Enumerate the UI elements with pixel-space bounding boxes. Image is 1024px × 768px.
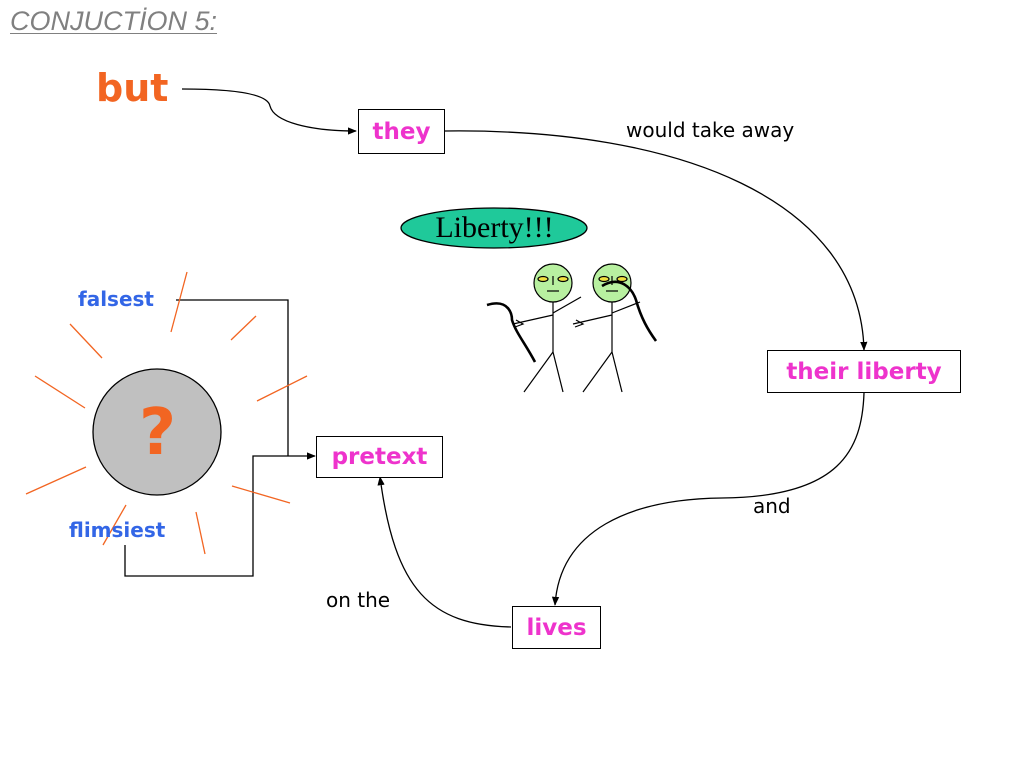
mystery-sun-rays bbox=[25, 271, 308, 555]
flimsiest-to-pretext-arrow bbox=[124, 452, 316, 577]
box-their-liberty: their liberty bbox=[767, 350, 961, 393]
stick-figure-right bbox=[572, 263, 658, 393]
connector-would-take-away: would take away bbox=[626, 118, 795, 142]
box-their-liberty-label: their liberty bbox=[786, 358, 942, 385]
box-they: they bbox=[358, 109, 445, 154]
box-lives-label: lives bbox=[526, 614, 587, 641]
adjective-falsest: falsest bbox=[78, 287, 154, 311]
mystery-circle bbox=[92, 368, 222, 496]
question-mark-symbol: ? bbox=[138, 396, 177, 470]
speech-bubble-shape bbox=[400, 207, 588, 249]
box-they-label: they bbox=[372, 118, 431, 145]
they-to-liberty-arrow bbox=[444, 130, 868, 351]
liberty-to-lives-arrow bbox=[551, 392, 865, 606]
speech-bubble-text: Liberty!!! bbox=[435, 211, 554, 244]
but-to-they-arrow bbox=[181, 88, 357, 135]
falsest-to-pretext-line bbox=[176, 299, 289, 456]
conjunction-but: but bbox=[96, 66, 169, 110]
box-pretext: pretext bbox=[316, 436, 443, 478]
connector-and: and bbox=[753, 494, 791, 518]
slide-title: CONJUCTİON 5: bbox=[10, 6, 218, 36]
box-pretext-label: pretext bbox=[331, 444, 428, 470]
lives-to-pretext-arrow bbox=[377, 476, 512, 628]
box-lives: lives bbox=[512, 606, 601, 649]
connector-on-the: on the bbox=[326, 588, 391, 612]
stick-figure-left bbox=[486, 263, 582, 393]
adjective-flimsiest: flimsiest bbox=[69, 518, 166, 542]
